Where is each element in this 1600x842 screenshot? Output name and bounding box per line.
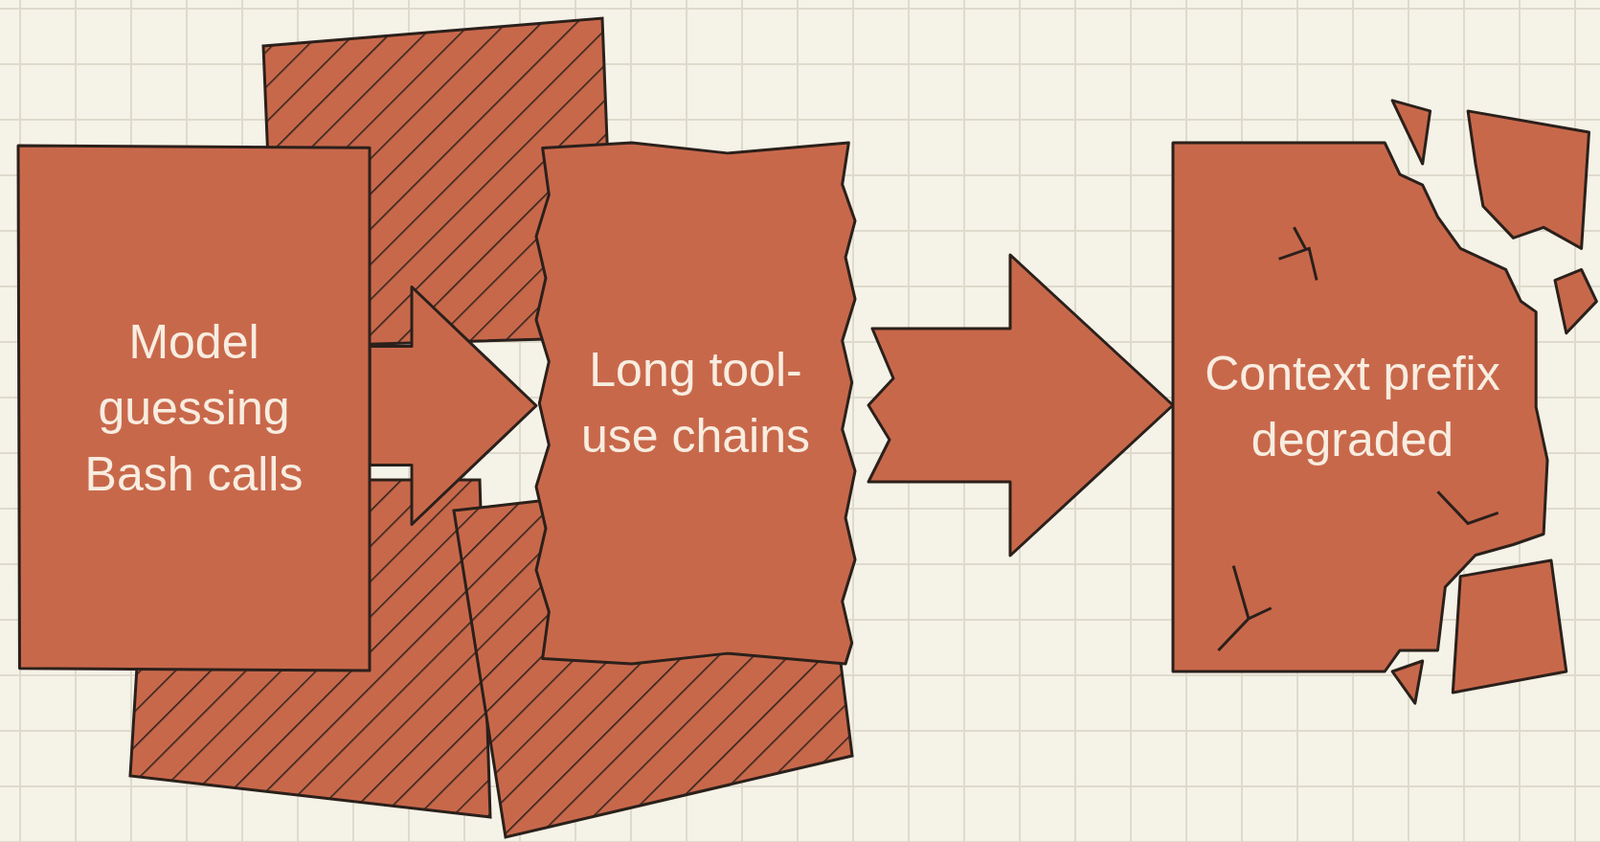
block-arrow [369,287,537,525]
box-outline [1172,142,1552,672]
box-outline [536,142,856,664]
text-wrap: Long tool-use chains [536,142,856,664]
process-box: Context prefix degraded [1172,142,1552,672]
block-arrow [868,254,1173,556]
crack-line [1217,565,1271,651]
box-shape [1467,111,1589,249]
box-label: Model guessing Bash calls [56,309,332,508]
box-label: Context prefix degraded [1201,340,1504,474]
box-shape [536,142,856,664]
box-shape [1392,660,1423,703]
box-shape [1452,560,1567,693]
box-label: Long tool-use chains [564,337,827,470]
text-wrap: Context prefix degraded [1172,142,1552,672]
box-shape [1392,100,1431,164]
crack-line [1438,491,1499,523]
text-wrap: Model guessing Bash calls [18,145,370,671]
crack-line [1279,226,1318,280]
process-box: Long tool-use chains [536,142,856,664]
box-shape [1554,269,1597,333]
process-box: Model guessing Bash calls [18,145,370,671]
box-shape [18,145,370,671]
